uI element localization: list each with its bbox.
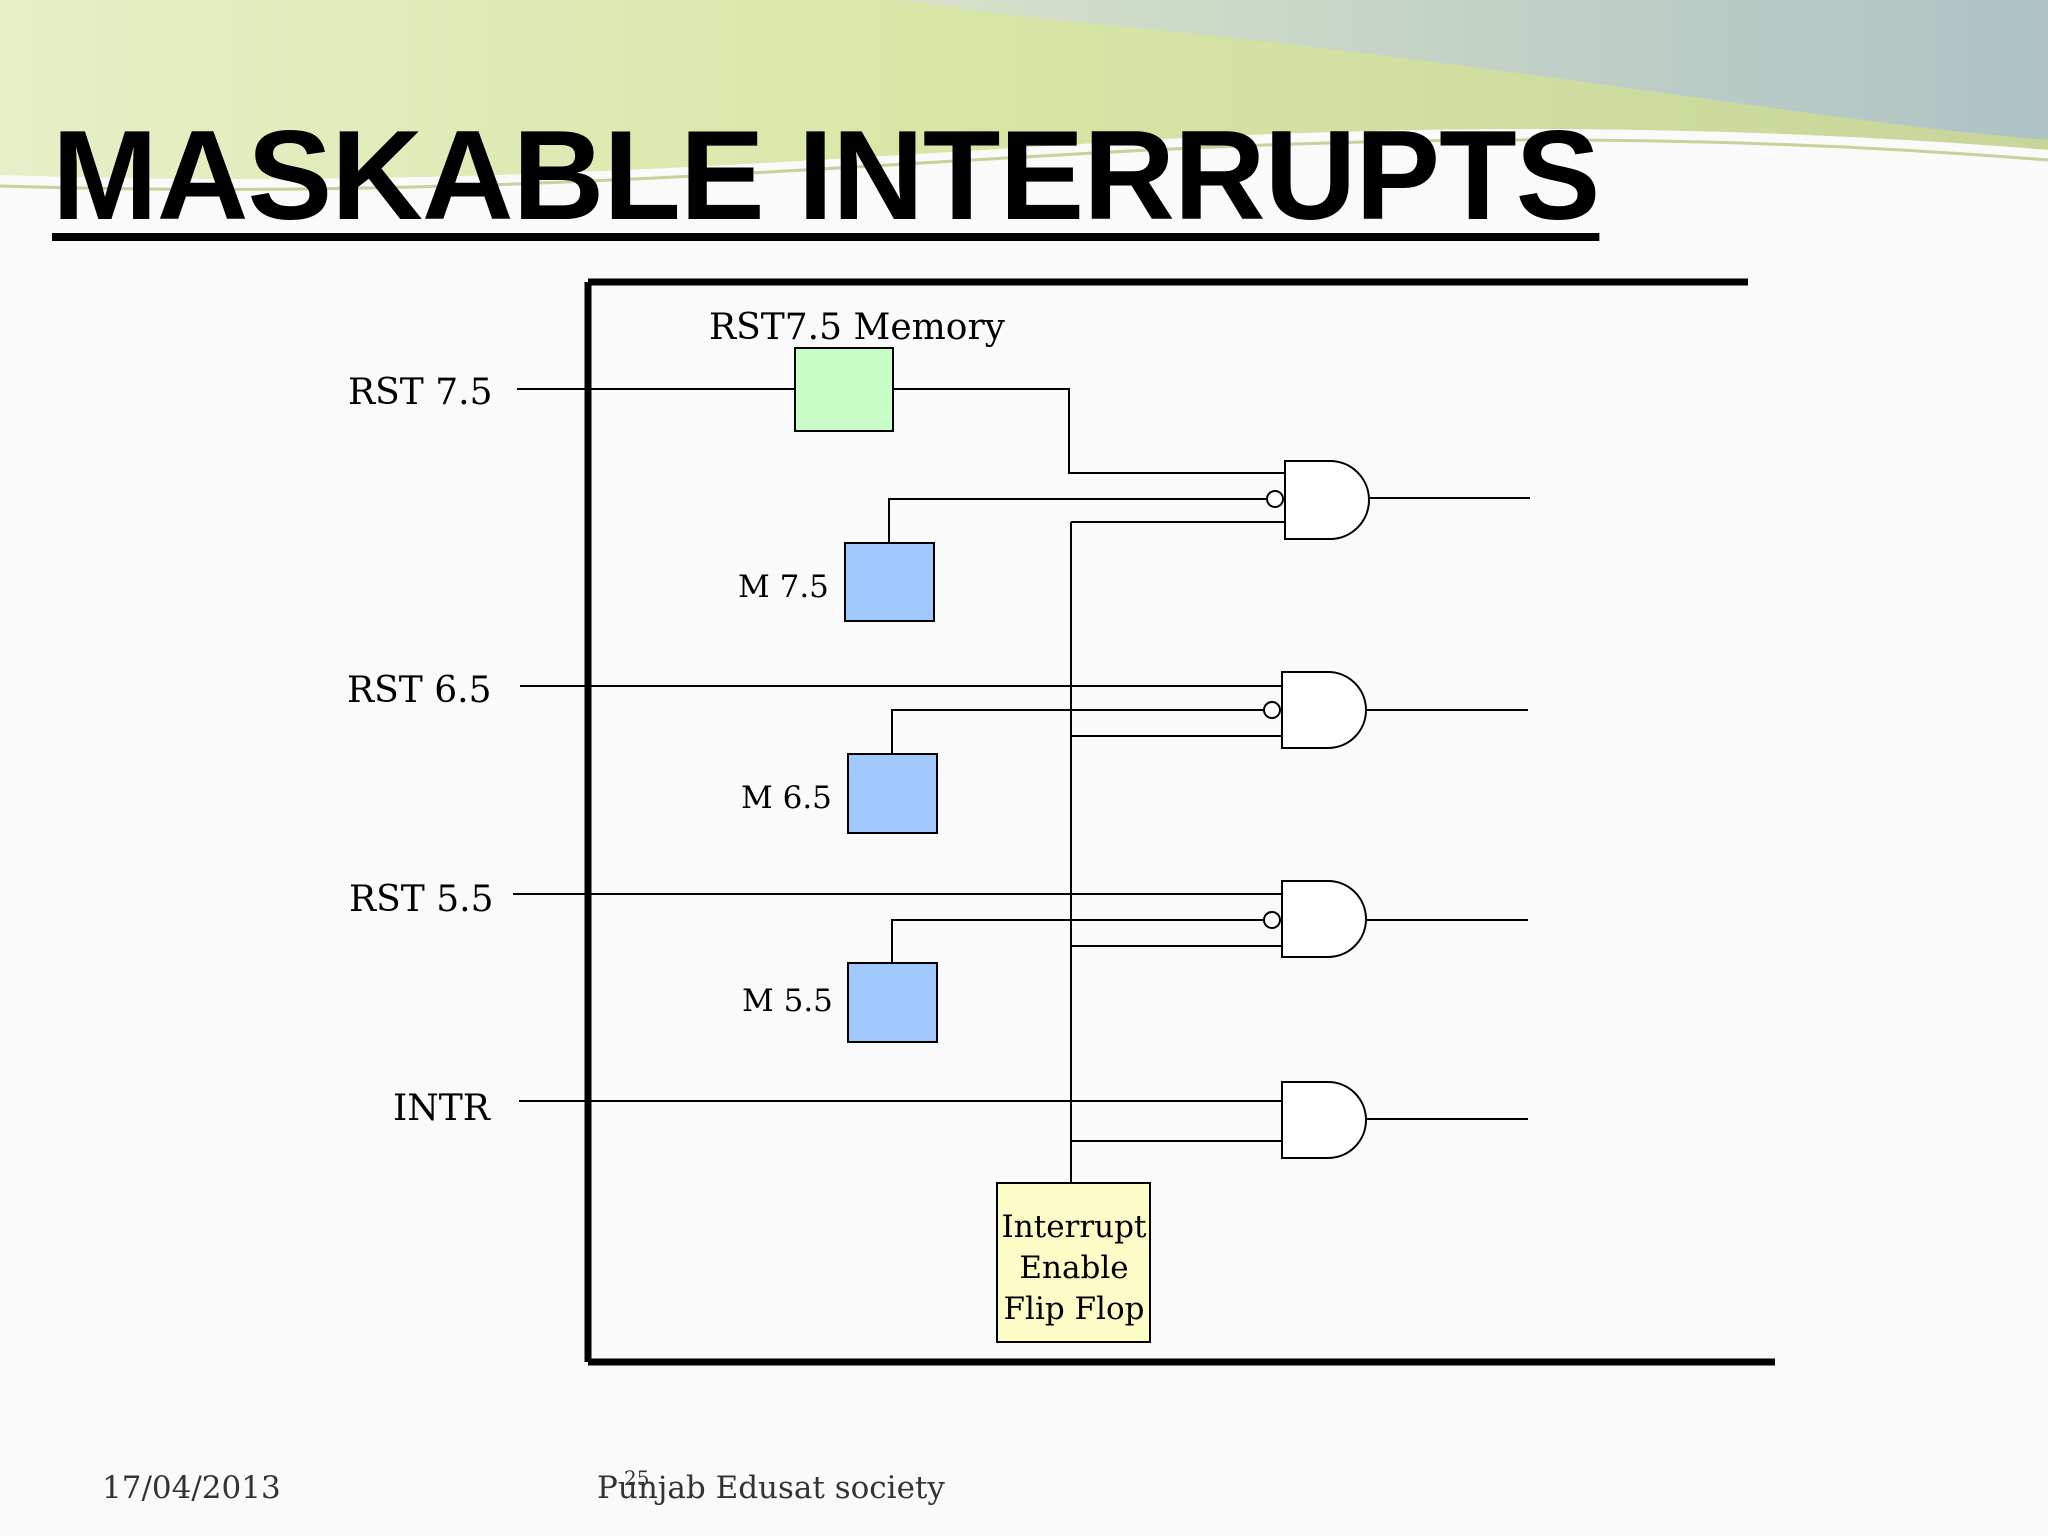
rst55-input-label: RST 5.5 <box>349 879 493 920</box>
mask-65-box <box>847 753 938 834</box>
and-gate-intr <box>1281 1081 1367 1159</box>
and-gate-rst65 <box>1263 671 1367 749</box>
flip-flop-label-line2: Enable <box>1019 1250 1128 1286</box>
slide-title: MASKABLE INTERRUPTS <box>52 104 1600 246</box>
footer-date: 17/04/2013 <box>102 1470 281 1506</box>
cpu-boundary <box>584 278 1775 1366</box>
flip-flop-label-line3: Flip Flop <box>1004 1291 1145 1327</box>
intr-input-label: INTR <box>393 1088 491 1129</box>
inverter-bubble-55 <box>1263 911 1281 929</box>
and-gate-rst55 <box>1263 880 1367 958</box>
rst65-input-label: RST 6.5 <box>347 670 491 711</box>
and-gate-rst75 <box>1266 460 1370 540</box>
mask-65-label: M 6.5 <box>741 780 832 816</box>
page-number: 25 <box>624 1466 650 1490</box>
inverter-bubble-75 <box>1266 490 1284 508</box>
interrupt-enable-flip-flop-box <box>996 1182 1151 1343</box>
rst75-input-label: RST 7.5 <box>348 372 492 413</box>
wires <box>513 388 1530 1183</box>
inverter-bubble-65 <box>1263 701 1281 719</box>
mask-75-box <box>844 542 935 622</box>
rst75-memory-box <box>794 347 894 432</box>
mask-55-label: M 5.5 <box>742 983 833 1019</box>
mask-55-box <box>847 962 938 1043</box>
footer-organization: Punjab Edusat society <box>597 1470 945 1506</box>
rst75-memory-label: RST7.5 Memory <box>709 307 1006 348</box>
flip-flop-label-line1: Interrupt <box>1002 1209 1147 1245</box>
mask-75-label: M 7.5 <box>738 569 829 605</box>
header-swoosh <box>0 0 2048 198</box>
